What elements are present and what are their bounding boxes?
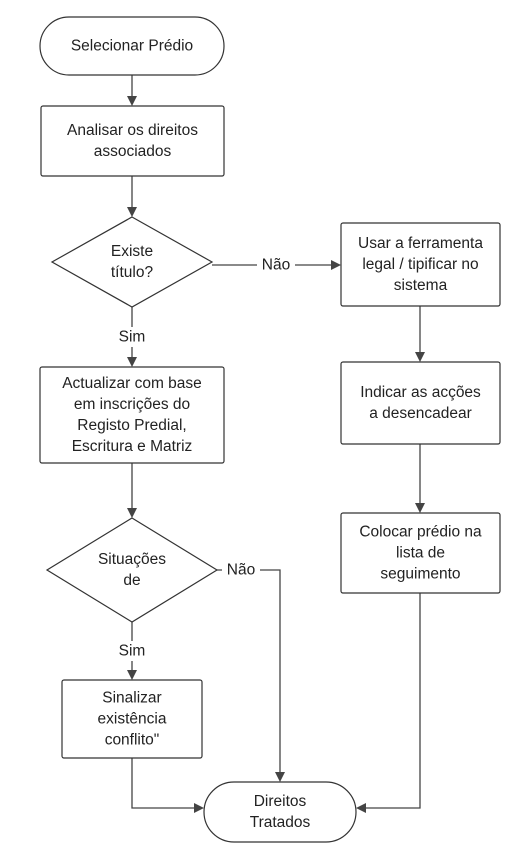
node-usar-line-0: Usar a ferramenta	[358, 235, 483, 252]
node-situacoes-line-0: Situações	[98, 551, 166, 568]
edge-line	[366, 593, 421, 809]
node-existe-line-1: título?	[111, 264, 154, 281]
node-sinalizar-line-1: existência	[98, 711, 167, 728]
node-sinalizar-line-2: conflito"	[105, 732, 160, 749]
edge-label-text: Sim	[119, 329, 146, 346]
edge-analisar-existe	[127, 176, 137, 217]
process-shape	[340, 222, 501, 307]
edge-label-existe-nao: Não	[257, 255, 295, 275]
node-sinalizar-line-0: Sinalizar	[102, 690, 161, 707]
edge-label-background	[222, 560, 260, 580]
node-existe-line-0: Existe	[111, 243, 153, 260]
edge-actualizar-situacoes	[127, 463, 137, 518]
node-selecionar: Selecionar Prédio	[39, 16, 225, 76]
arrowhead	[331, 260, 341, 270]
process-shape	[39, 366, 225, 464]
node-usar: Usar a ferramenta legal / tipificar no sis…	[340, 222, 501, 307]
node-analisar-line-1: associados	[94, 143, 172, 160]
node-actualizar: Actualizar com base em inscrições do Regis…	[39, 366, 225, 464]
node-usar-line-1: legal / tipificar no	[362, 256, 478, 273]
node-actualizar-line-1: em inscrições do	[74, 396, 190, 413]
terminator-shape	[203, 781, 357, 843]
node-indicar-line-1: a desencadear	[369, 405, 472, 422]
edge-label-existe-sim: Sim	[115, 327, 149, 347]
edge-label-situacoes-nao: Não	[222, 560, 260, 580]
edge-label-text: Sim	[119, 643, 146, 660]
arrowhead	[275, 772, 285, 782]
process-shape	[61, 679, 203, 759]
decision-shape	[50, 216, 214, 308]
edge-indicar-colocar	[415, 444, 425, 513]
node-situacoes-line-1: de	[123, 572, 140, 589]
node-situacoes: Situações de	[45, 517, 219, 623]
edge-label-background	[257, 255, 295, 275]
edge-label-situacoes-sim: Sim	[115, 641, 149, 661]
edge-selecionar-analisar	[127, 75, 137, 106]
node-usar-line-2: sistema	[394, 277, 448, 294]
process-shape	[340, 361, 501, 445]
process-shape	[340, 512, 501, 594]
edge-colocar-direitos	[356, 593, 421, 813]
node-colocar-line-1: lista de	[396, 545, 445, 562]
edge-label-text: Não	[262, 257, 290, 274]
process-shape	[40, 105, 225, 177]
node-direitos-line-1: Tratados	[250, 814, 311, 831]
node-sinalizar: Sinalizar existência conflito"	[61, 679, 203, 759]
node-selecionar-line-0: Selecionar Prédio	[71, 38, 193, 55]
node-actualizar-line-3: Escritura e Matriz	[72, 438, 193, 455]
arrowhead	[127, 96, 137, 106]
edge-line	[131, 758, 194, 809]
arrowhead	[194, 803, 204, 813]
decision-shape	[45, 517, 219, 623]
node-colocar-line-0: Colocar prédio na	[359, 524, 482, 541]
node-colocar-line-2: seguimento	[380, 566, 460, 583]
edge-usar-indicar	[415, 306, 425, 362]
arrowhead	[127, 508, 137, 518]
arrowhead	[127, 357, 137, 367]
node-analisar: Analisar os direitos associados	[40, 105, 225, 177]
node-direitos-line-0: Direitos	[254, 793, 307, 810]
node-analisar-line-0: Analisar os direitos	[67, 122, 198, 139]
edge-sinalizar-direitos	[131, 758, 204, 813]
arrowhead	[127, 670, 137, 680]
arrowhead	[356, 803, 366, 813]
edge-label-background	[115, 327, 149, 347]
arrowhead	[415, 503, 425, 513]
node-existe: Existe título?	[50, 216, 214, 308]
arrowhead	[415, 352, 425, 362]
node-indicar-line-0: Indicar as acções	[360, 384, 481, 401]
node-indicar: Indicar as acções a desencadear	[340, 361, 501, 445]
edge-label-background	[115, 641, 149, 661]
terminator-shape	[39, 16, 225, 76]
node-colocar: Colocar prédio na lista de seguimento	[340, 512, 501, 594]
node-actualizar-line-0: Actualizar com base	[62, 375, 202, 392]
edge-label-text: Não	[227, 562, 255, 579]
edge-situacoes-direitos	[217, 569, 285, 782]
node-actualizar-line-2: Registo Predial,	[77, 417, 186, 434]
edge-line	[217, 569, 281, 772]
arrowhead	[127, 207, 137, 217]
